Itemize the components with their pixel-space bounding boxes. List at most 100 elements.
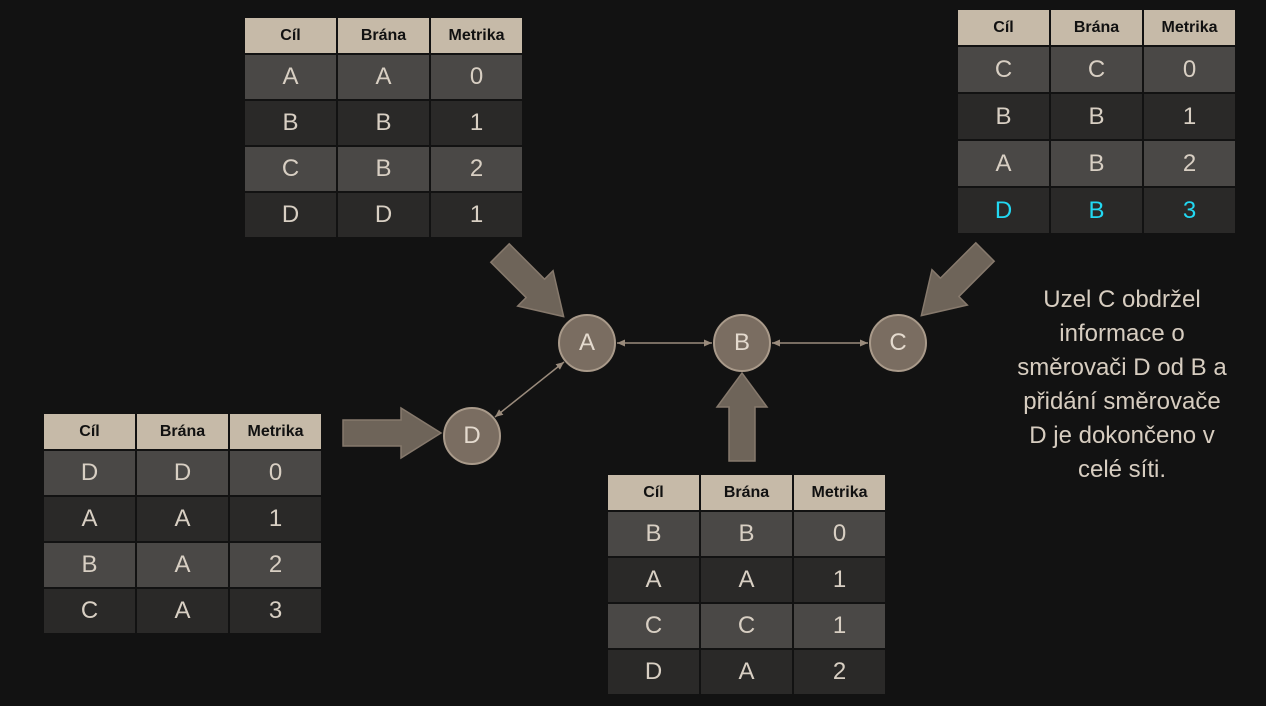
table-header-row: Cíl Brána Metrika — [958, 10, 1235, 45]
cell-destination: D — [245, 193, 336, 237]
cell-metric: 1 — [230, 497, 321, 541]
cell-metric: 1 — [431, 193, 522, 237]
table-row: A A 1 — [44, 497, 321, 541]
table-header-row: Cíl Brána Metrika — [44, 414, 321, 449]
column-header-metric: Metrika — [230, 414, 321, 449]
node-b: B — [713, 314, 771, 372]
cell-metric: 1 — [794, 558, 885, 602]
cell-gateway: B — [1051, 94, 1142, 139]
arrow-to-node-b — [715, 371, 769, 462]
table-header-row: Cíl Brána Metrika — [608, 475, 885, 510]
cell-gateway: A — [701, 650, 792, 694]
table-row: B A 2 — [44, 543, 321, 587]
table-row: A A 1 — [608, 558, 885, 602]
column-header-destination: Cíl — [245, 18, 336, 53]
cell-gateway: A — [137, 497, 228, 541]
cell-gateway: C — [701, 604, 792, 648]
cell-destination: C — [608, 604, 699, 648]
arrow-to-node-c — [920, 241, 996, 317]
column-header-destination: Cíl — [958, 10, 1049, 45]
cell-destination: B — [245, 101, 336, 145]
table-row: D D 0 — [44, 451, 321, 495]
table-row: D D 1 — [245, 193, 522, 237]
cell-gateway: B — [338, 101, 429, 145]
caption-line: Uzel C obdržel — [1043, 286, 1201, 313]
cell-destination: D — [44, 451, 135, 495]
node-a: A — [558, 314, 616, 372]
cell-destination: C — [958, 47, 1049, 92]
node-c: C — [869, 314, 927, 372]
caption-line: celé síti. — [1077, 456, 1167, 483]
cell-gateway: B — [1051, 188, 1142, 233]
cell-metric: 1 — [794, 604, 885, 648]
cell-metric: 0 — [794, 512, 885, 556]
table-row: D A 2 — [608, 650, 885, 694]
cell-gateway: B — [338, 147, 429, 191]
cell-destination: C — [44, 589, 135, 633]
caption-line: D je dokončeno v — [1029, 422, 1215, 449]
cell-metric: 0 — [1144, 47, 1235, 92]
column-header-metric: Metrika — [1144, 10, 1235, 45]
link-d-a — [494, 361, 565, 418]
column-header-gateway: Brána — [701, 475, 792, 510]
cell-gateway: A — [701, 558, 792, 602]
column-header-destination: Cíl — [44, 414, 135, 449]
caption-text: Uzel C obdržel informace o směrovači D o… — [984, 283, 1260, 487]
table-row: C C 1 — [608, 604, 885, 648]
cell-gateway: A — [137, 589, 228, 633]
column-header-metric: Metrika — [431, 18, 522, 53]
cell-metric: 0 — [431, 55, 522, 99]
cell-destination: B — [608, 512, 699, 556]
cell-gateway: C — [1051, 47, 1142, 92]
routing-table-d: Cíl Brána Metrika D D 0 A A 1 B A 2 C A … — [44, 414, 321, 633]
table-row: D B 3 — [958, 188, 1235, 233]
cell-metric: 2 — [230, 543, 321, 587]
column-header-metric: Metrika — [794, 475, 885, 510]
table-row: B B 1 — [245, 101, 522, 145]
column-header-gateway: Brána — [1051, 10, 1142, 45]
cell-gateway: D — [338, 193, 429, 237]
column-header-gateway: Brána — [137, 414, 228, 449]
cell-destination: B — [958, 94, 1049, 139]
cell-destination: A — [608, 558, 699, 602]
cell-metric: 0 — [230, 451, 321, 495]
table-header-row: Cíl Brána Metrika — [245, 18, 522, 53]
table-row: B B 0 — [608, 512, 885, 556]
column-header-gateway: Brána — [338, 18, 429, 53]
cell-gateway: B — [1051, 141, 1142, 186]
cell-destination: B — [44, 543, 135, 587]
arrow-to-node-a — [489, 242, 565, 318]
cell-metric: 2 — [1144, 141, 1235, 186]
cell-destination: A — [44, 497, 135, 541]
cell-metric: 3 — [230, 589, 321, 633]
cell-metric: 1 — [1144, 94, 1235, 139]
cell-metric: 1 — [431, 101, 522, 145]
caption-line: informace o — [1059, 320, 1185, 347]
routing-table-b: Cíl Brána Metrika B B 0 A A 1 C C 1 D A … — [608, 475, 885, 694]
cell-destination: C — [245, 147, 336, 191]
cell-gateway: D — [137, 451, 228, 495]
routing-table-a: Cíl Brána Metrika A A 0 B B 1 C B 2 D D … — [245, 18, 522, 237]
table-row: A A 0 — [245, 55, 522, 99]
cell-destination: D — [608, 650, 699, 694]
cell-metric: 2 — [794, 650, 885, 694]
table-row: C B 2 — [245, 147, 522, 191]
table-row: A B 2 — [958, 141, 1235, 186]
routing-table-c: Cíl Brána Metrika C C 0 B B 1 A B 2 D B … — [958, 10, 1235, 233]
node-d: D — [443, 407, 501, 465]
table-row: C C 0 — [958, 47, 1235, 92]
cell-gateway: A — [338, 55, 429, 99]
cell-destination: A — [958, 141, 1049, 186]
cell-gateway: A — [137, 543, 228, 587]
cell-gateway: B — [701, 512, 792, 556]
cell-destination: D — [958, 188, 1049, 233]
caption-line: přidání směrovače — [1023, 388, 1221, 415]
cell-metric: 2 — [431, 147, 522, 191]
table-row: C A 3 — [44, 589, 321, 633]
cell-destination: A — [245, 55, 336, 99]
cell-metric: 3 — [1144, 188, 1235, 233]
table-row: B B 1 — [958, 94, 1235, 139]
arrow-to-node-d — [342, 406, 443, 460]
caption-line: směrovači D od B a — [1017, 354, 1227, 381]
